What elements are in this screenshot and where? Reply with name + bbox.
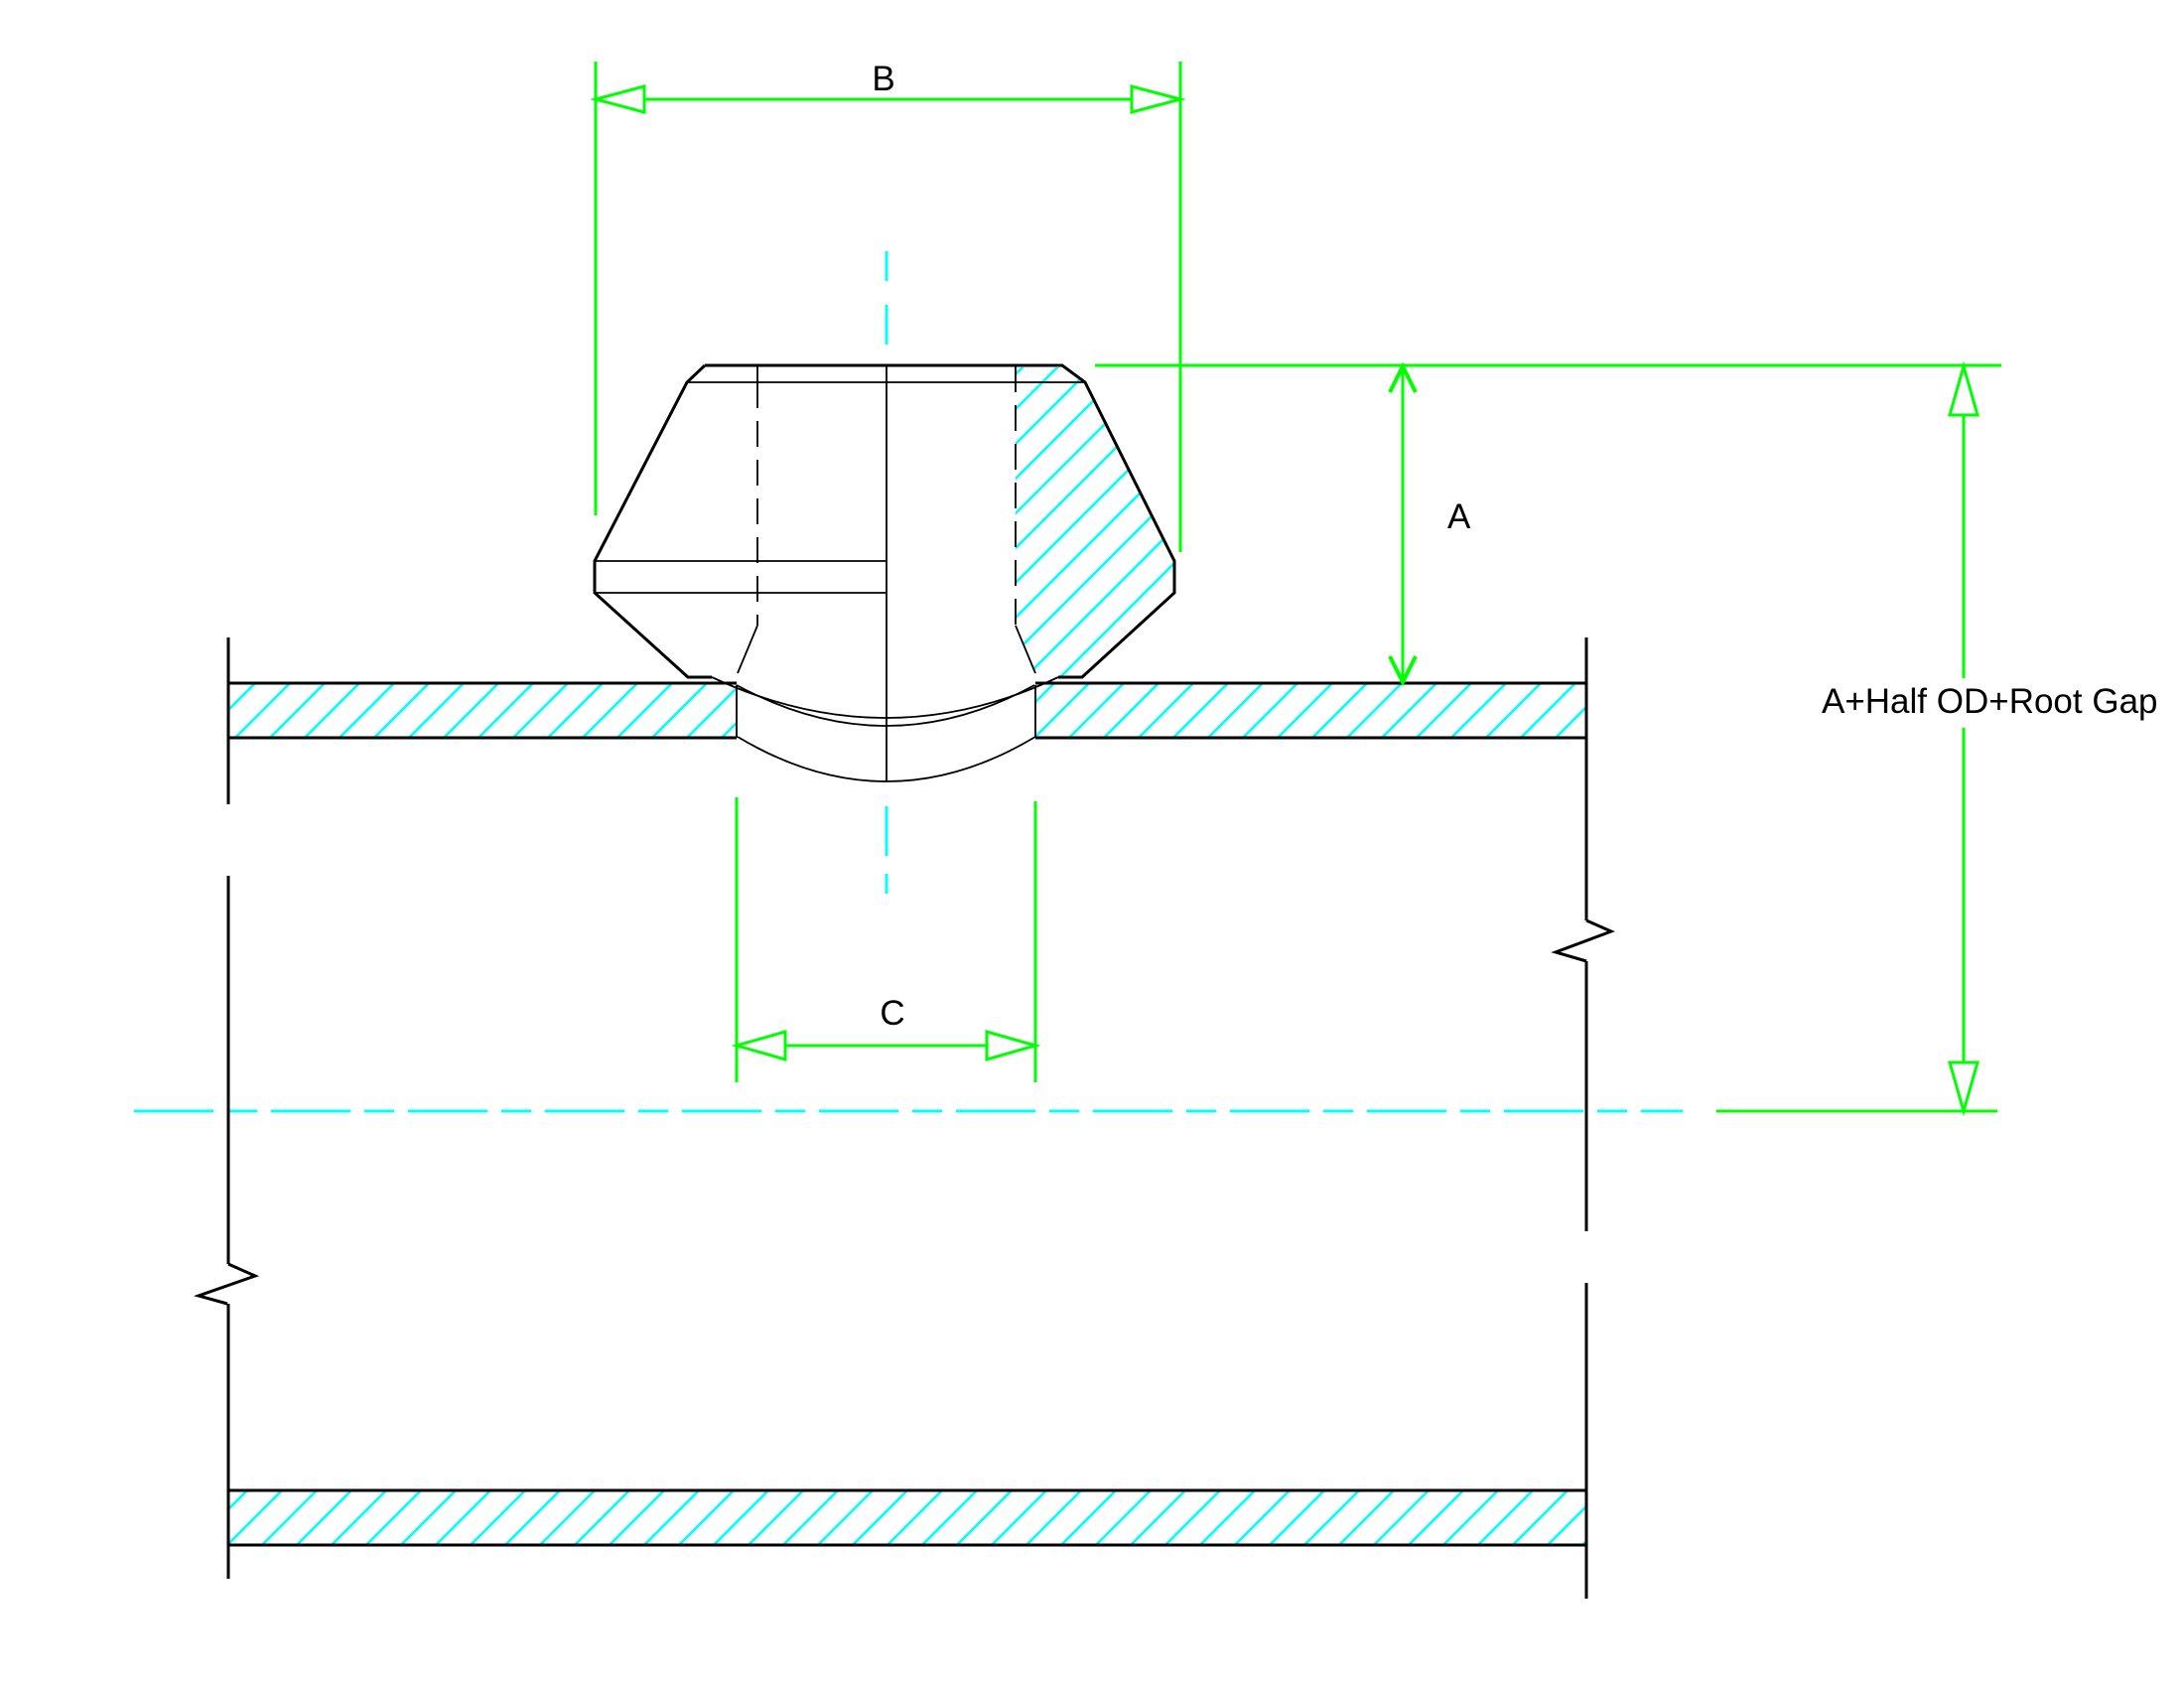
arrow-left-icon xyxy=(590,84,646,114)
dimension-a: A xyxy=(1388,361,1471,687)
break-symbol-right xyxy=(1551,918,1615,963)
fitting-section-hatch xyxy=(1016,367,1174,676)
dim-total-label: A+Half OD+Root Gap xyxy=(1822,682,2158,721)
arrow-right-icon xyxy=(985,1030,1041,1061)
dimension-c: C xyxy=(731,797,1041,1082)
arrow-up-icon xyxy=(1948,360,1979,417)
dim-a-label: A xyxy=(1447,497,1471,536)
pipe-right-end-line xyxy=(1551,637,1615,1599)
dim-b-label: B xyxy=(872,60,894,98)
dimension-b: B xyxy=(590,60,1186,552)
arrow-down-icon xyxy=(1948,1060,1979,1117)
arrow-down-icon xyxy=(1388,655,1418,687)
dim-c-label: C xyxy=(880,994,904,1033)
arrow-right-icon xyxy=(1130,84,1186,114)
arrow-left-icon xyxy=(731,1030,787,1061)
break-symbol-left xyxy=(193,1262,260,1306)
pipe-top-wall-right xyxy=(1035,681,1586,740)
dim-c-extension-lines xyxy=(735,797,1037,1082)
pipe-bottom-wall xyxy=(228,1488,1586,1547)
dimension-total: A+Half OD+Root Gap xyxy=(1095,360,2158,1117)
dim-b-extension-lines xyxy=(594,62,1182,552)
pipe-top-wall-left xyxy=(228,681,737,740)
branch-fitting-outline xyxy=(593,363,1176,782)
pipe-left-end-line xyxy=(193,637,260,1579)
